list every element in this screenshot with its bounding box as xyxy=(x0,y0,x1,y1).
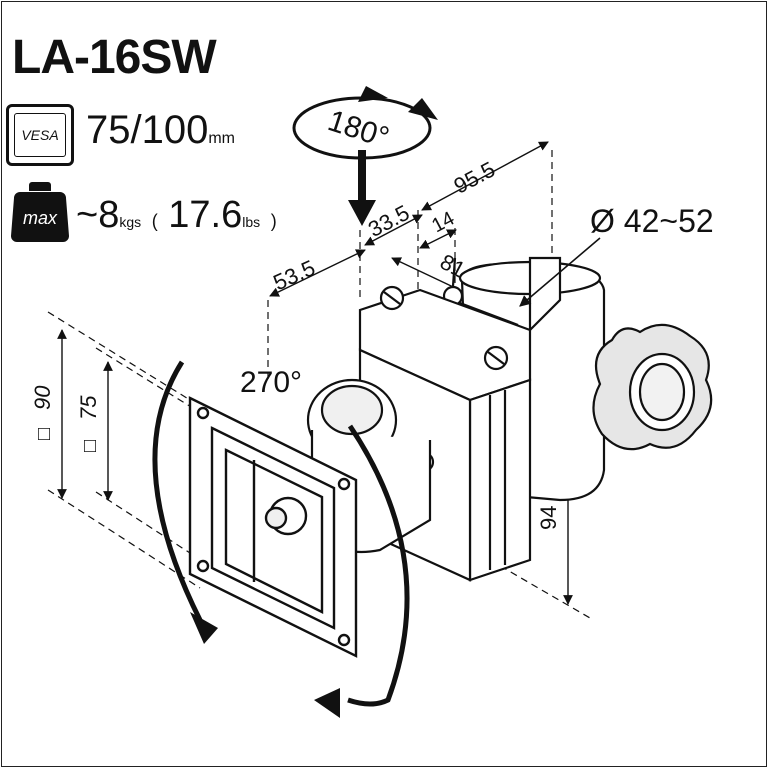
load-spec: ~8kgs ( 17.6lbs ) xyxy=(76,196,277,234)
dimension-75-square: □ xyxy=(79,440,101,452)
swivel-angle-label: 180° xyxy=(324,104,393,155)
vesa-unit: mm xyxy=(208,130,235,147)
load-unit-kg: kgs xyxy=(119,214,142,230)
tilt-angle-label: 270° xyxy=(240,366,302,399)
vesa-value: 75/100 xyxy=(86,108,209,152)
load-open-paren: ( xyxy=(151,211,158,231)
vesa-plate xyxy=(188,396,358,658)
dimension-94: 94 xyxy=(536,506,561,530)
dimension-95-5: 95.5 xyxy=(450,156,500,198)
dimension-53-5: 53.5 xyxy=(270,255,319,295)
dimension-lines xyxy=(57,141,573,605)
dimension-90: 90 xyxy=(30,385,55,410)
dimension-75: 75 xyxy=(76,395,101,420)
load-unit-lbs: lbs xyxy=(242,214,261,230)
tilt-arrow-head-left xyxy=(190,612,218,644)
clamp-knob xyxy=(592,323,713,451)
model-title: LA-16SW xyxy=(12,31,217,84)
dimension-14: 14 xyxy=(428,207,458,237)
vesa-spec: 75/100mm xyxy=(86,110,235,150)
swivel-rotation-arrow xyxy=(292,86,438,226)
vesa-icon: VESA xyxy=(6,104,74,166)
vesa-icon-label: VESA xyxy=(14,113,66,157)
clamp-diameter-leader xyxy=(519,237,601,307)
weight-icon-label: max xyxy=(22,208,57,228)
clamp-diameter-label: Ø 42~52 xyxy=(590,203,714,239)
load-value-lbs: 17.6 xyxy=(168,194,243,236)
tilt-arrow-head-right xyxy=(314,688,340,718)
load-close-paren: ) xyxy=(270,211,277,231)
tilt-rotation-arrow xyxy=(152,360,410,707)
weight-icon xyxy=(11,182,69,242)
load-prefix: ~8 xyxy=(76,194,120,236)
dimension-90-square: □ xyxy=(33,428,55,440)
